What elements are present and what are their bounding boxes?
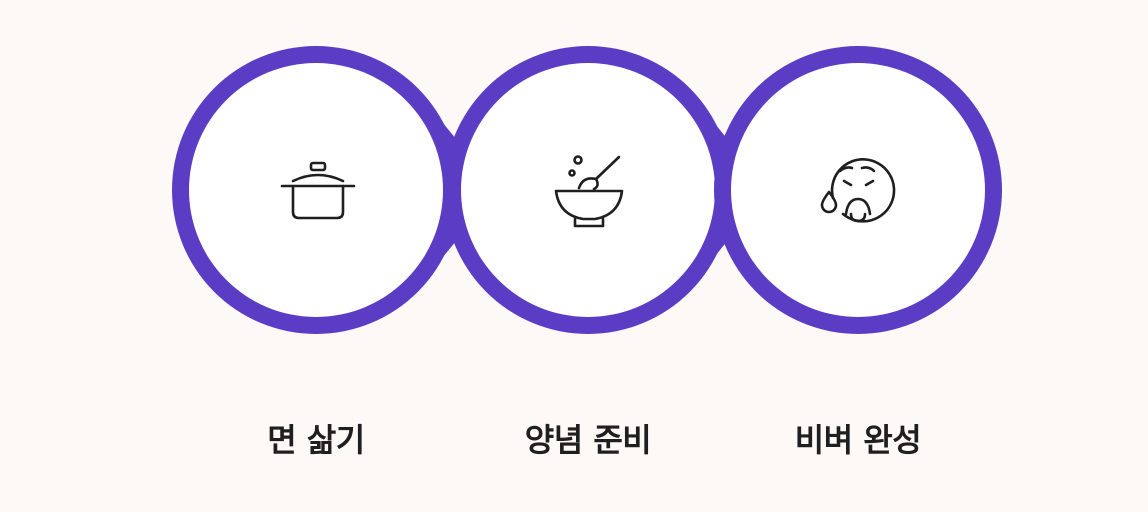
step-2-label: 양념 준비 xyxy=(524,421,652,459)
step-3-ring xyxy=(714,46,1002,334)
hot-face-icon xyxy=(820,158,896,223)
step-3-label: 비벼 완성 xyxy=(794,421,922,459)
mixing-bowl-icon xyxy=(554,155,624,228)
step-1-ring xyxy=(172,46,498,334)
cooking-pot-icon xyxy=(280,161,356,220)
step-1-label: 면 삶기 xyxy=(267,421,365,459)
